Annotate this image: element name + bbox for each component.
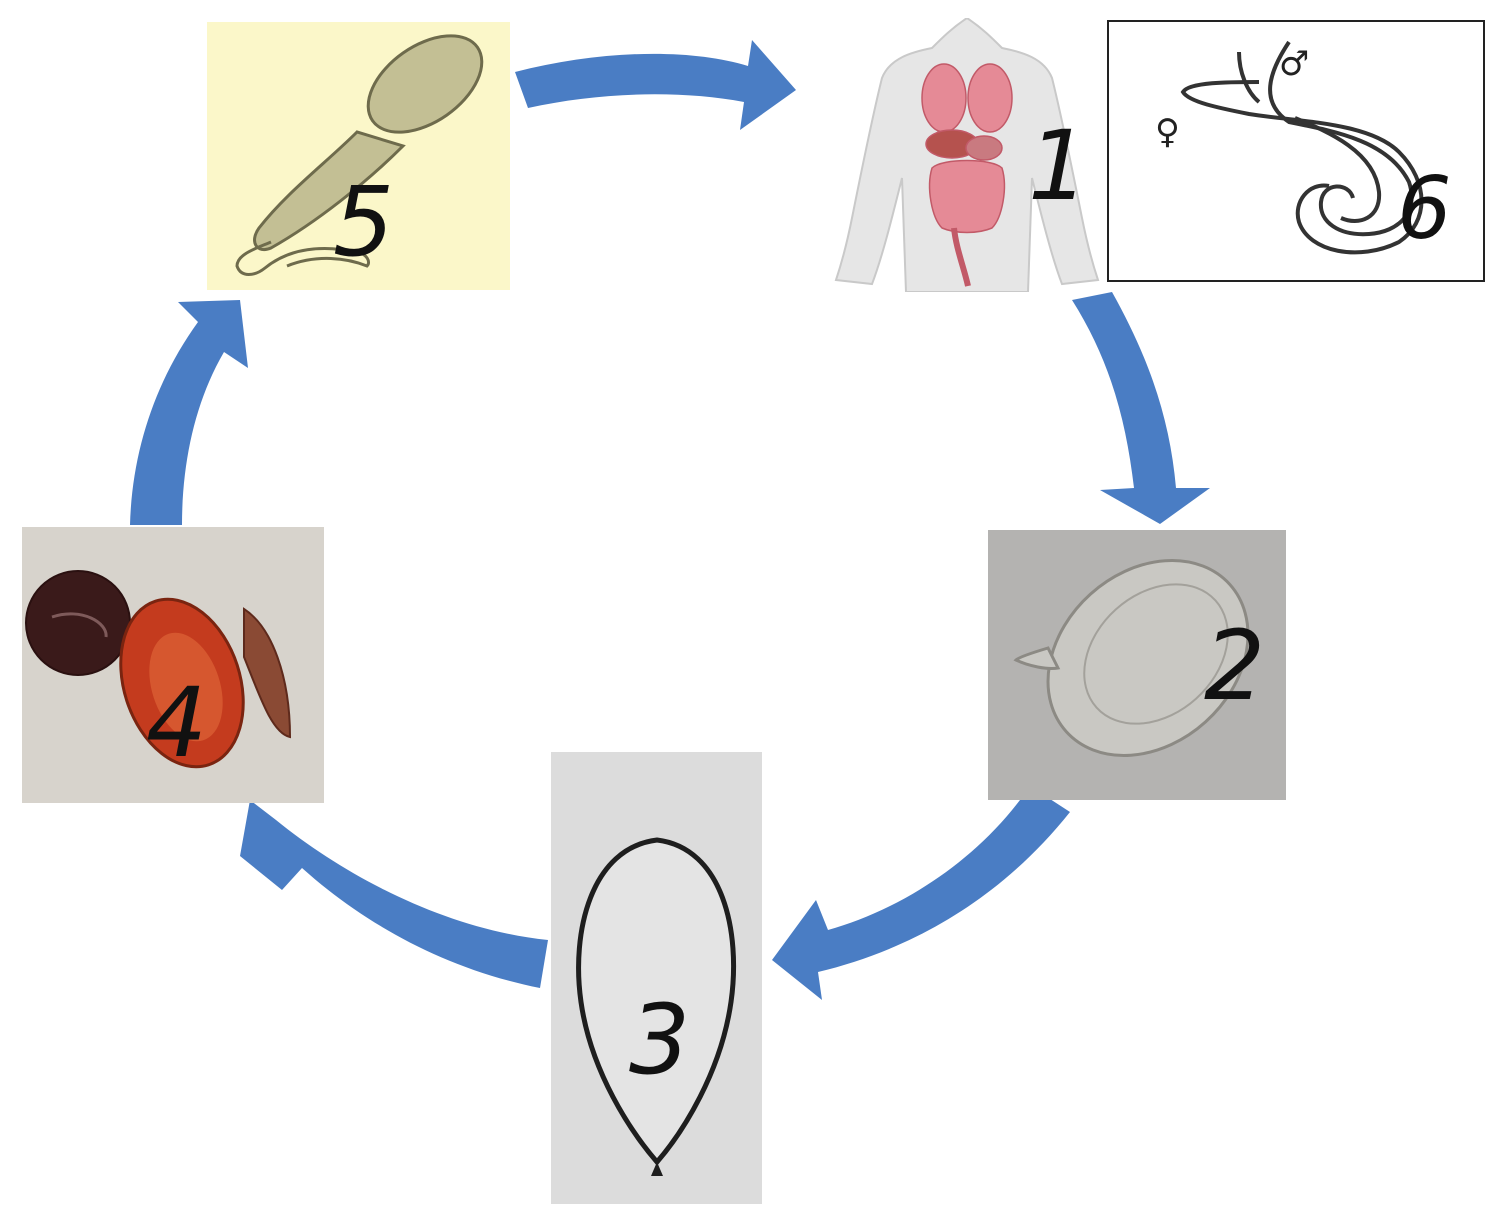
arrow-4-to-5 [130,300,248,525]
stage-label-5: 5 [333,166,395,278]
arrow-1-to-2 [1072,292,1210,524]
egg-icon [1013,559,1250,757]
stage-1-panel: 1 [832,18,1102,292]
stage-4-panel: 4 [22,527,324,803]
male-symbol: ♂ [1279,44,1310,84]
stage-2-panel: 2 [988,530,1286,800]
human-body-icon [834,18,1100,292]
arrow-2-to-3 [772,786,1070,1000]
stage-label-2: 2 [1204,610,1266,722]
cercaria-icon [235,34,484,276]
stage-label-3: 3 [629,984,691,1096]
adult-worm-pair-icon [1180,40,1424,255]
stage-6-panel: ♀ ♂ 6 [1107,20,1485,282]
stage-5-panel: 5 [207,22,510,290]
miracidium-icon [576,837,736,1176]
arrow-3-to-4 [240,800,548,988]
arrow-5-to-1 [515,40,796,130]
stage-label-6: 6 [1397,159,1452,259]
stage-3-panel: 3 [551,752,762,1204]
stage-label-4: 4 [146,667,208,779]
stage-label-1: 1 [1028,110,1090,222]
female-symbol: ♀ [1155,112,1180,152]
snail-icon [25,570,292,769]
